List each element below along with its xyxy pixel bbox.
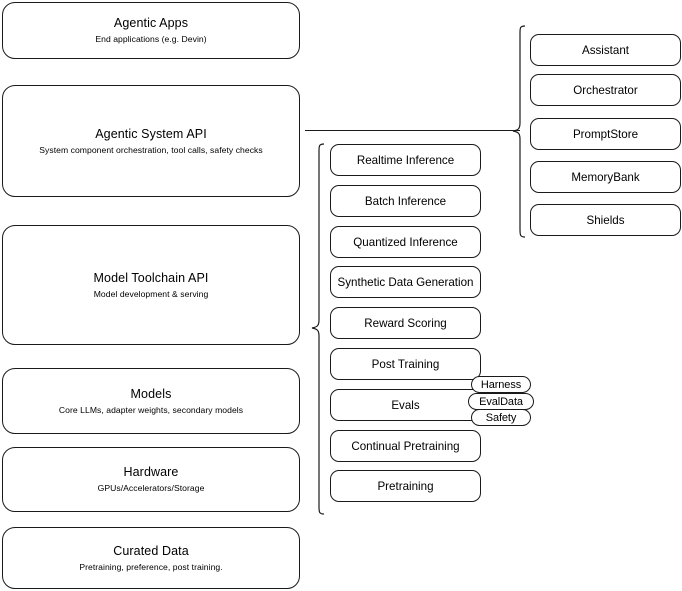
layer-card-model-toolchain-api[interactable]: Model Toolchain API Model development & … (2, 225, 300, 345)
chip-label: Orchestrator (573, 83, 638, 97)
layer-title: Models (130, 386, 172, 401)
chip-label: PromptStore (572, 127, 639, 141)
layer-card-curated-data[interactable]: Curated Data Pretraining, preference, po… (2, 527, 300, 589)
pill-label: Harness (480, 378, 522, 391)
pill-label: Safety (485, 411, 517, 424)
toolchain-chip-pretraining[interactable]: Pretraining (330, 470, 481, 502)
layer-card-agentic-system-api[interactable]: Agentic System API System component orch… (2, 85, 300, 197)
toolchain-chip-batch-inference[interactable]: Batch Inference (330, 185, 481, 217)
layer-subtitle: End applications (e.g. Devin) (95, 34, 207, 44)
chip-label: Shields (586, 213, 625, 227)
chip-label: Assistant (581, 43, 630, 57)
chip-label: Realtime Inference (356, 153, 455, 167)
toolchain-chip-realtime-inference[interactable]: Realtime Inference (330, 144, 481, 176)
brace-toolchain-components (311, 143, 325, 515)
system-chip-memorybank[interactable]: MemoryBank (530, 161, 681, 193)
connector-system-api-to-components (305, 130, 520, 131)
toolchain-chip-post-training[interactable]: Post Training (330, 348, 481, 380)
layer-title: Hardware (123, 465, 179, 479)
chip-label: Continual Pretraining (351, 439, 460, 453)
system-chip-orchestrator[interactable]: Orchestrator (530, 74, 681, 106)
layer-card-models[interactable]: Models Core LLMs, adapter weights, secon… (2, 368, 300, 434)
layer-title: Curated Data (113, 543, 189, 558)
chip-label: Synthetic Data Generation (337, 275, 474, 289)
chip-label: MemoryBank (571, 170, 640, 184)
toolchain-chip-reward-scoring[interactable]: Reward Scoring (330, 307, 481, 339)
layer-subtitle: Pretraining, preference, post training. (79, 561, 223, 572)
eval-pill-safety[interactable]: Safety (471, 409, 531, 426)
layer-card-hardware[interactable]: Hardware GPUs/Accelerators/Storage (2, 447, 300, 512)
chip-label: Post Training (371, 357, 440, 371)
system-chip-assistant[interactable]: Assistant (530, 34, 681, 66)
system-chip-shields[interactable]: Shields (530, 204, 681, 236)
chip-label: Batch Inference (364, 194, 447, 208)
eval-pill-harness[interactable]: Harness (471, 376, 531, 393)
layer-subtitle: System component orchestration, tool cal… (39, 144, 263, 155)
toolchain-chip-synthetic-data-generation[interactable]: Synthetic Data Generation (330, 266, 481, 298)
pill-label: EvalData (479, 395, 523, 408)
chip-label: Pretraining (377, 479, 434, 493)
toolchain-chip-quantized-inference[interactable]: Quantized Inference (330, 226, 481, 258)
layer-card-agentic-apps[interactable]: Agentic Apps End applications (e.g. Devi… (2, 2, 300, 59)
layer-title: Agentic Apps (113, 16, 189, 30)
layer-title: Agentic System API (95, 126, 207, 141)
eval-pill-evaldata[interactable]: EvalData (468, 393, 534, 410)
brace-system-components (512, 25, 526, 238)
chip-label: Quantized Inference (353, 235, 458, 249)
toolchain-chip-continual-pretraining[interactable]: Continual Pretraining (330, 430, 481, 462)
layer-title: Model Toolchain API (93, 270, 209, 285)
chip-label: Evals (391, 398, 420, 412)
layer-subtitle: Model development & serving (93, 288, 209, 299)
chip-label: Reward Scoring (364, 316, 447, 330)
system-chip-promptstore[interactable]: PromptStore (530, 118, 681, 150)
toolchain-chip-evals[interactable]: Evals (330, 389, 481, 421)
layer-subtitle: Core LLMs, adapter weights, secondary mo… (58, 404, 244, 415)
layer-subtitle: GPUs/Accelerators/Storage (97, 483, 205, 493)
